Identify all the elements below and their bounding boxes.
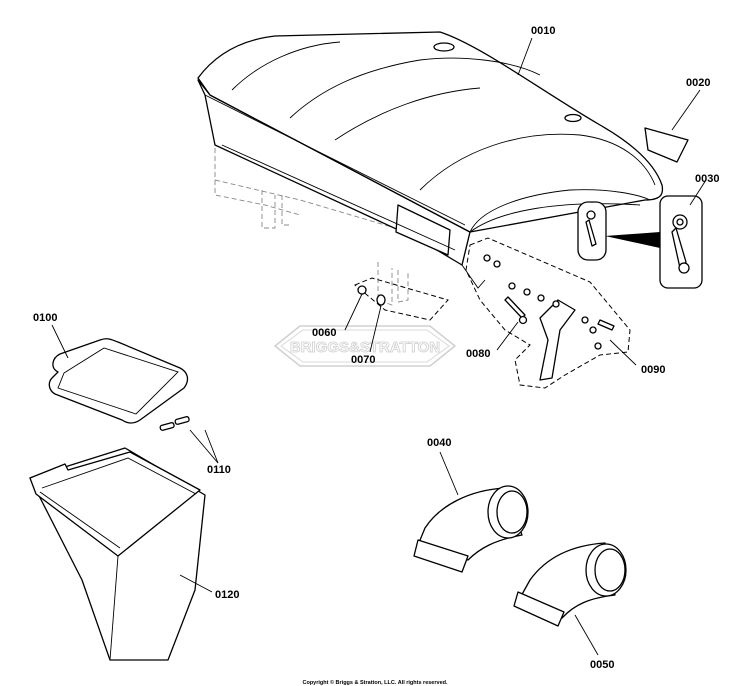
callout-labels: 0010 0020 0030 0040 0050 0060 0070 0080 …: [33, 25, 719, 671]
hinge-bracket-assembly: [465, 237, 631, 389]
callout-0020: 0020: [686, 77, 710, 89]
collector-bag: [29, 447, 206, 661]
brand-watermark: BRIGGS&STRATTON: [273, 325, 457, 367]
callout-0070: 0070: [351, 354, 375, 366]
callout-0100: 0100: [33, 312, 57, 324]
fastener-0070: [376, 294, 386, 306]
callout-0060: 0060: [312, 327, 336, 339]
callout-0090: 0090: [641, 364, 665, 376]
ghost-frame: [214, 148, 471, 306]
leader-lines: [51, 37, 707, 656]
callout-0120: 0120: [215, 589, 239, 601]
decal-label: [644, 127, 689, 163]
discharge-elbow-0050: [513, 542, 627, 627]
fasteners: [354, 277, 528, 325]
callout-0080: 0080: [466, 348, 490, 360]
fastener-0080: [504, 296, 526, 319]
latch-detail: [577, 195, 703, 289]
callout-0050: 0050: [590, 659, 614, 671]
watermark-text: BRIGGS&STRATTON: [290, 339, 440, 356]
pin-0110-b: [174, 416, 190, 425]
callout-0110: 0110: [207, 464, 231, 476]
callout-0040: 0040: [427, 437, 451, 449]
collector-hood: [197, 31, 664, 289]
fastener-0060: [357, 285, 367, 295]
discharge-elbow-0040: [413, 485, 529, 573]
copyright-notice: Copyright © Briggs & Stratton, LLC. All …: [302, 679, 448, 686]
callout-0030: 0030: [695, 173, 719, 185]
bag-frame-seal: [48, 338, 190, 431]
pin-0110-a: [159, 422, 175, 431]
callout-0010: 0010: [531, 25, 555, 37]
